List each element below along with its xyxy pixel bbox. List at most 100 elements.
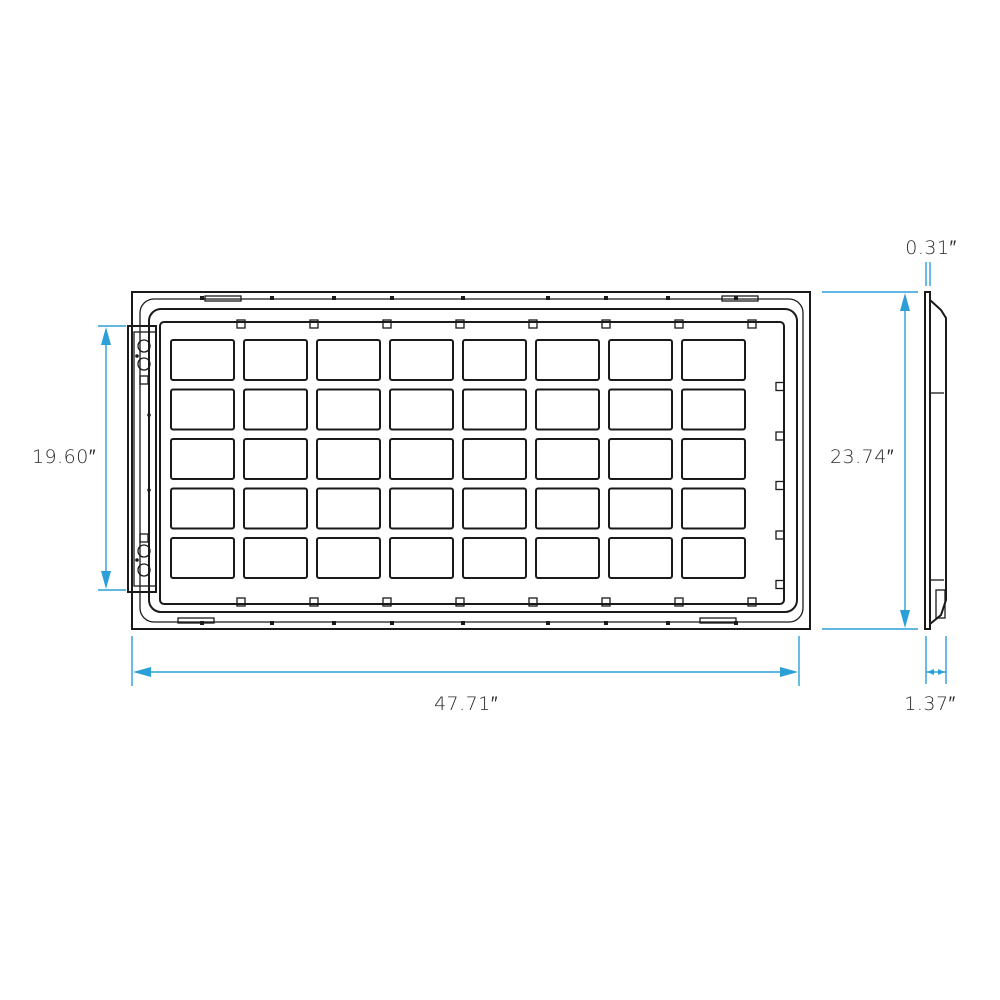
lattice-cell (462, 438, 527, 480)
lens-height-label: 19.60″ (32, 446, 96, 468)
dimension-width: 23.74″ (822, 291, 918, 630)
rivet-icon (147, 413, 151, 417)
lattice-cell (681, 388, 746, 431)
lattice-notch (455, 597, 465, 607)
lattice-cell (316, 438, 381, 480)
frame-tab (270, 621, 274, 625)
lattice-cell (389, 537, 454, 579)
dimension-lens-height: 19.60″ (32, 325, 126, 591)
lattice-cell (608, 339, 673, 381)
knockout-icon (137, 339, 151, 353)
lattice-cell (243, 487, 308, 530)
lattice-notch (775, 381, 785, 392)
lattice-cell (608, 438, 673, 480)
dimension-lip: 0.31″ (905, 237, 956, 286)
lattice-cell (316, 537, 381, 579)
frame-tab (461, 296, 465, 300)
frame-tab (390, 296, 394, 300)
frame-tab (734, 296, 738, 300)
lattice-notch (309, 597, 319, 607)
lattice-cell (608, 388, 673, 431)
knockout-icon (137, 357, 151, 371)
lattice-notch (601, 597, 611, 607)
lattice-cell (170, 537, 235, 579)
lattice-notch (382, 319, 392, 329)
lattice-cell (316, 388, 381, 431)
lattice-cell (535, 339, 600, 381)
arrow-left-icon (133, 667, 151, 677)
lattice-cell (170, 438, 235, 480)
lattice-cell (243, 537, 308, 579)
knockout-icon (137, 563, 151, 577)
lattice-cell (389, 339, 454, 381)
lattice-cell (681, 438, 746, 480)
lattice-tray (159, 321, 785, 605)
lattice-cell (681, 487, 746, 530)
arrow-up-icon (900, 293, 910, 311)
lattice-notch (747, 319, 757, 329)
lattice-cell (316, 339, 381, 381)
lattice-notch (455, 319, 465, 329)
lattice-notch (775, 480, 785, 491)
lattice-cell (535, 388, 600, 431)
lattice-cell (243, 339, 308, 381)
arrow-down-icon (900, 610, 910, 628)
lattice-notch (528, 597, 538, 607)
driver-plate (133, 331, 157, 587)
lattice-cell (389, 487, 454, 530)
frame-bracket (699, 617, 737, 624)
frame-tab (461, 621, 465, 625)
lattice-cell (608, 537, 673, 579)
lattice-cell (608, 487, 673, 530)
frame-tab (546, 621, 550, 625)
frame-tab (666, 296, 670, 300)
lattice-notch (775, 530, 785, 540)
frame-bracket (204, 295, 242, 302)
lattice-notch (528, 319, 538, 329)
lattice-cell (316, 487, 381, 530)
length-label: 47.71″ (434, 693, 498, 715)
panel-lens-border (148, 308, 798, 613)
frame-tab (604, 296, 608, 300)
arrow-down-icon (101, 571, 111, 589)
lattice-notch (775, 431, 785, 441)
arrow-up-icon (101, 327, 111, 345)
rivet-icon (135, 354, 139, 358)
lattice-notch (747, 597, 757, 607)
dimension-depth: 1.37″ (904, 636, 955, 715)
frame-tab (604, 621, 608, 625)
frame-tab (390, 621, 394, 625)
lattice-cell (170, 339, 235, 381)
side-body (929, 299, 947, 625)
lattice-cell (462, 487, 527, 530)
side-driver (935, 589, 946, 619)
lattice-cells (170, 339, 746, 579)
lattice-cell (535, 487, 600, 530)
driver-box (127, 325, 157, 593)
lattice-cell (681, 537, 746, 579)
lattice-notches (236, 319, 785, 607)
frame-tab (200, 296, 204, 300)
panel-outer-frame (131, 291, 811, 630)
screw-icon (139, 375, 149, 385)
lattice-notch (674, 597, 684, 607)
lattice-notch (236, 319, 246, 329)
lattice-cell (243, 438, 308, 480)
lattice-cell (462, 339, 527, 381)
frame-tab (332, 621, 336, 625)
lattice-cell (243, 388, 308, 431)
lattice-cell (389, 388, 454, 431)
lattice-cell (170, 487, 235, 530)
frame-tab (332, 296, 336, 300)
dimension-length: 47.71″ (131, 636, 800, 715)
lattice-cell (462, 388, 527, 431)
frame-tab (666, 621, 670, 625)
lattice-cell (535, 537, 600, 579)
knockout-icon (137, 544, 151, 558)
lattice-cell (681, 339, 746, 381)
rivet-icon (135, 558, 139, 562)
lattice-notch (382, 597, 392, 607)
lattice-cell (170, 388, 235, 431)
arrow-right-icon (780, 667, 798, 677)
